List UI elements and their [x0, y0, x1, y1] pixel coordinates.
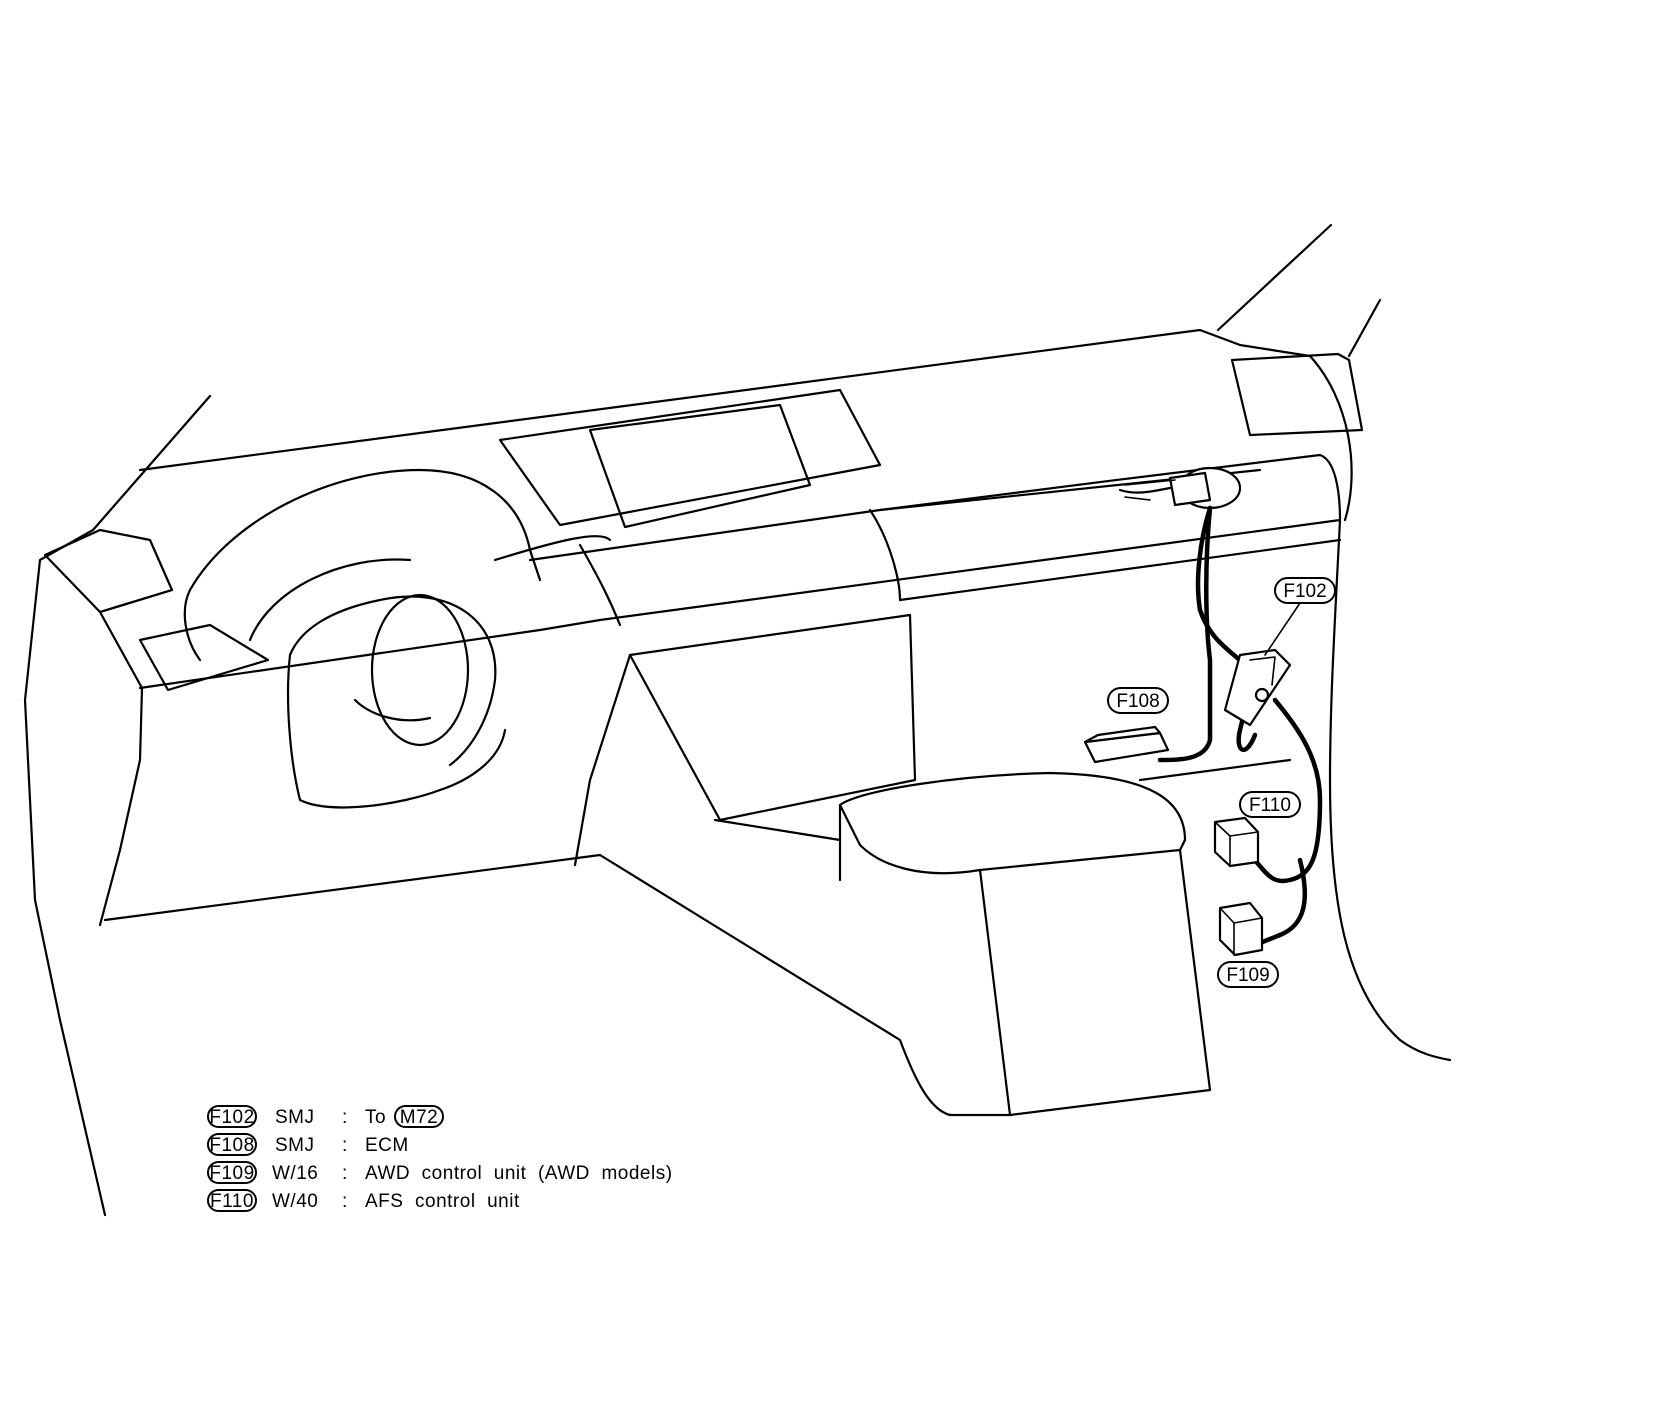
legend-separator: :	[342, 1191, 348, 1212]
legend-code: F108	[209, 1135, 254, 1156]
connector-f110	[1213, 816, 1260, 868]
wire-harness	[1118, 466, 1323, 948]
legend-description: ECM	[365, 1135, 409, 1156]
connector-f102	[1223, 648, 1292, 727]
callout-f102: F102	[1274, 577, 1336, 604]
legend-code: F102	[209, 1107, 254, 1128]
legend-description: To	[365, 1107, 386, 1128]
callout-f109: F109	[1217, 961, 1279, 988]
legend-code: F109	[209, 1163, 254, 1184]
callout-f109-label: F109	[1226, 965, 1269, 986]
callout-f110: F110	[1239, 791, 1301, 818]
callout-f102-label: F102	[1283, 581, 1326, 602]
legend-type: SMJ	[275, 1135, 315, 1156]
legend-row: F108 SMJ : ECM	[207, 1133, 409, 1156]
legend-separator: :	[342, 1107, 348, 1128]
legend-separator: :	[342, 1135, 348, 1156]
callout-f108: F108	[1107, 687, 1169, 714]
connector-f108	[1083, 725, 1170, 764]
legend-description: AWD control unit (AWD models)	[365, 1163, 673, 1184]
legend-row: F102 SMJ : To M72	[207, 1105, 444, 1128]
legend-reference: M72	[400, 1107, 438, 1128]
connector-f109	[1218, 901, 1264, 957]
legend-row: F110 W/40 : AFS control unit	[207, 1189, 520, 1212]
legend-type: SMJ	[275, 1107, 315, 1128]
legend-type: W/16	[272, 1163, 318, 1184]
legend: F102 SMJ : To M72 F108 SMJ : ECM F109 W/…	[207, 1105, 673, 1212]
leader-f102	[1264, 602, 1301, 656]
dashboard-outline	[23, 223, 1452, 1217]
legend-row: F109 W/16 : AWD control unit (AWD models…	[207, 1161, 673, 1184]
legend-type: W/40	[272, 1191, 318, 1212]
legend-code: F110	[210, 1191, 254, 1212]
center-console	[713, 771, 1212, 1117]
legend-description: AFS control unit	[365, 1191, 520, 1212]
legend-separator: :	[342, 1163, 348, 1184]
callout-f110-label: F110	[1249, 795, 1291, 816]
callout-f108-label: F108	[1116, 691, 1159, 712]
